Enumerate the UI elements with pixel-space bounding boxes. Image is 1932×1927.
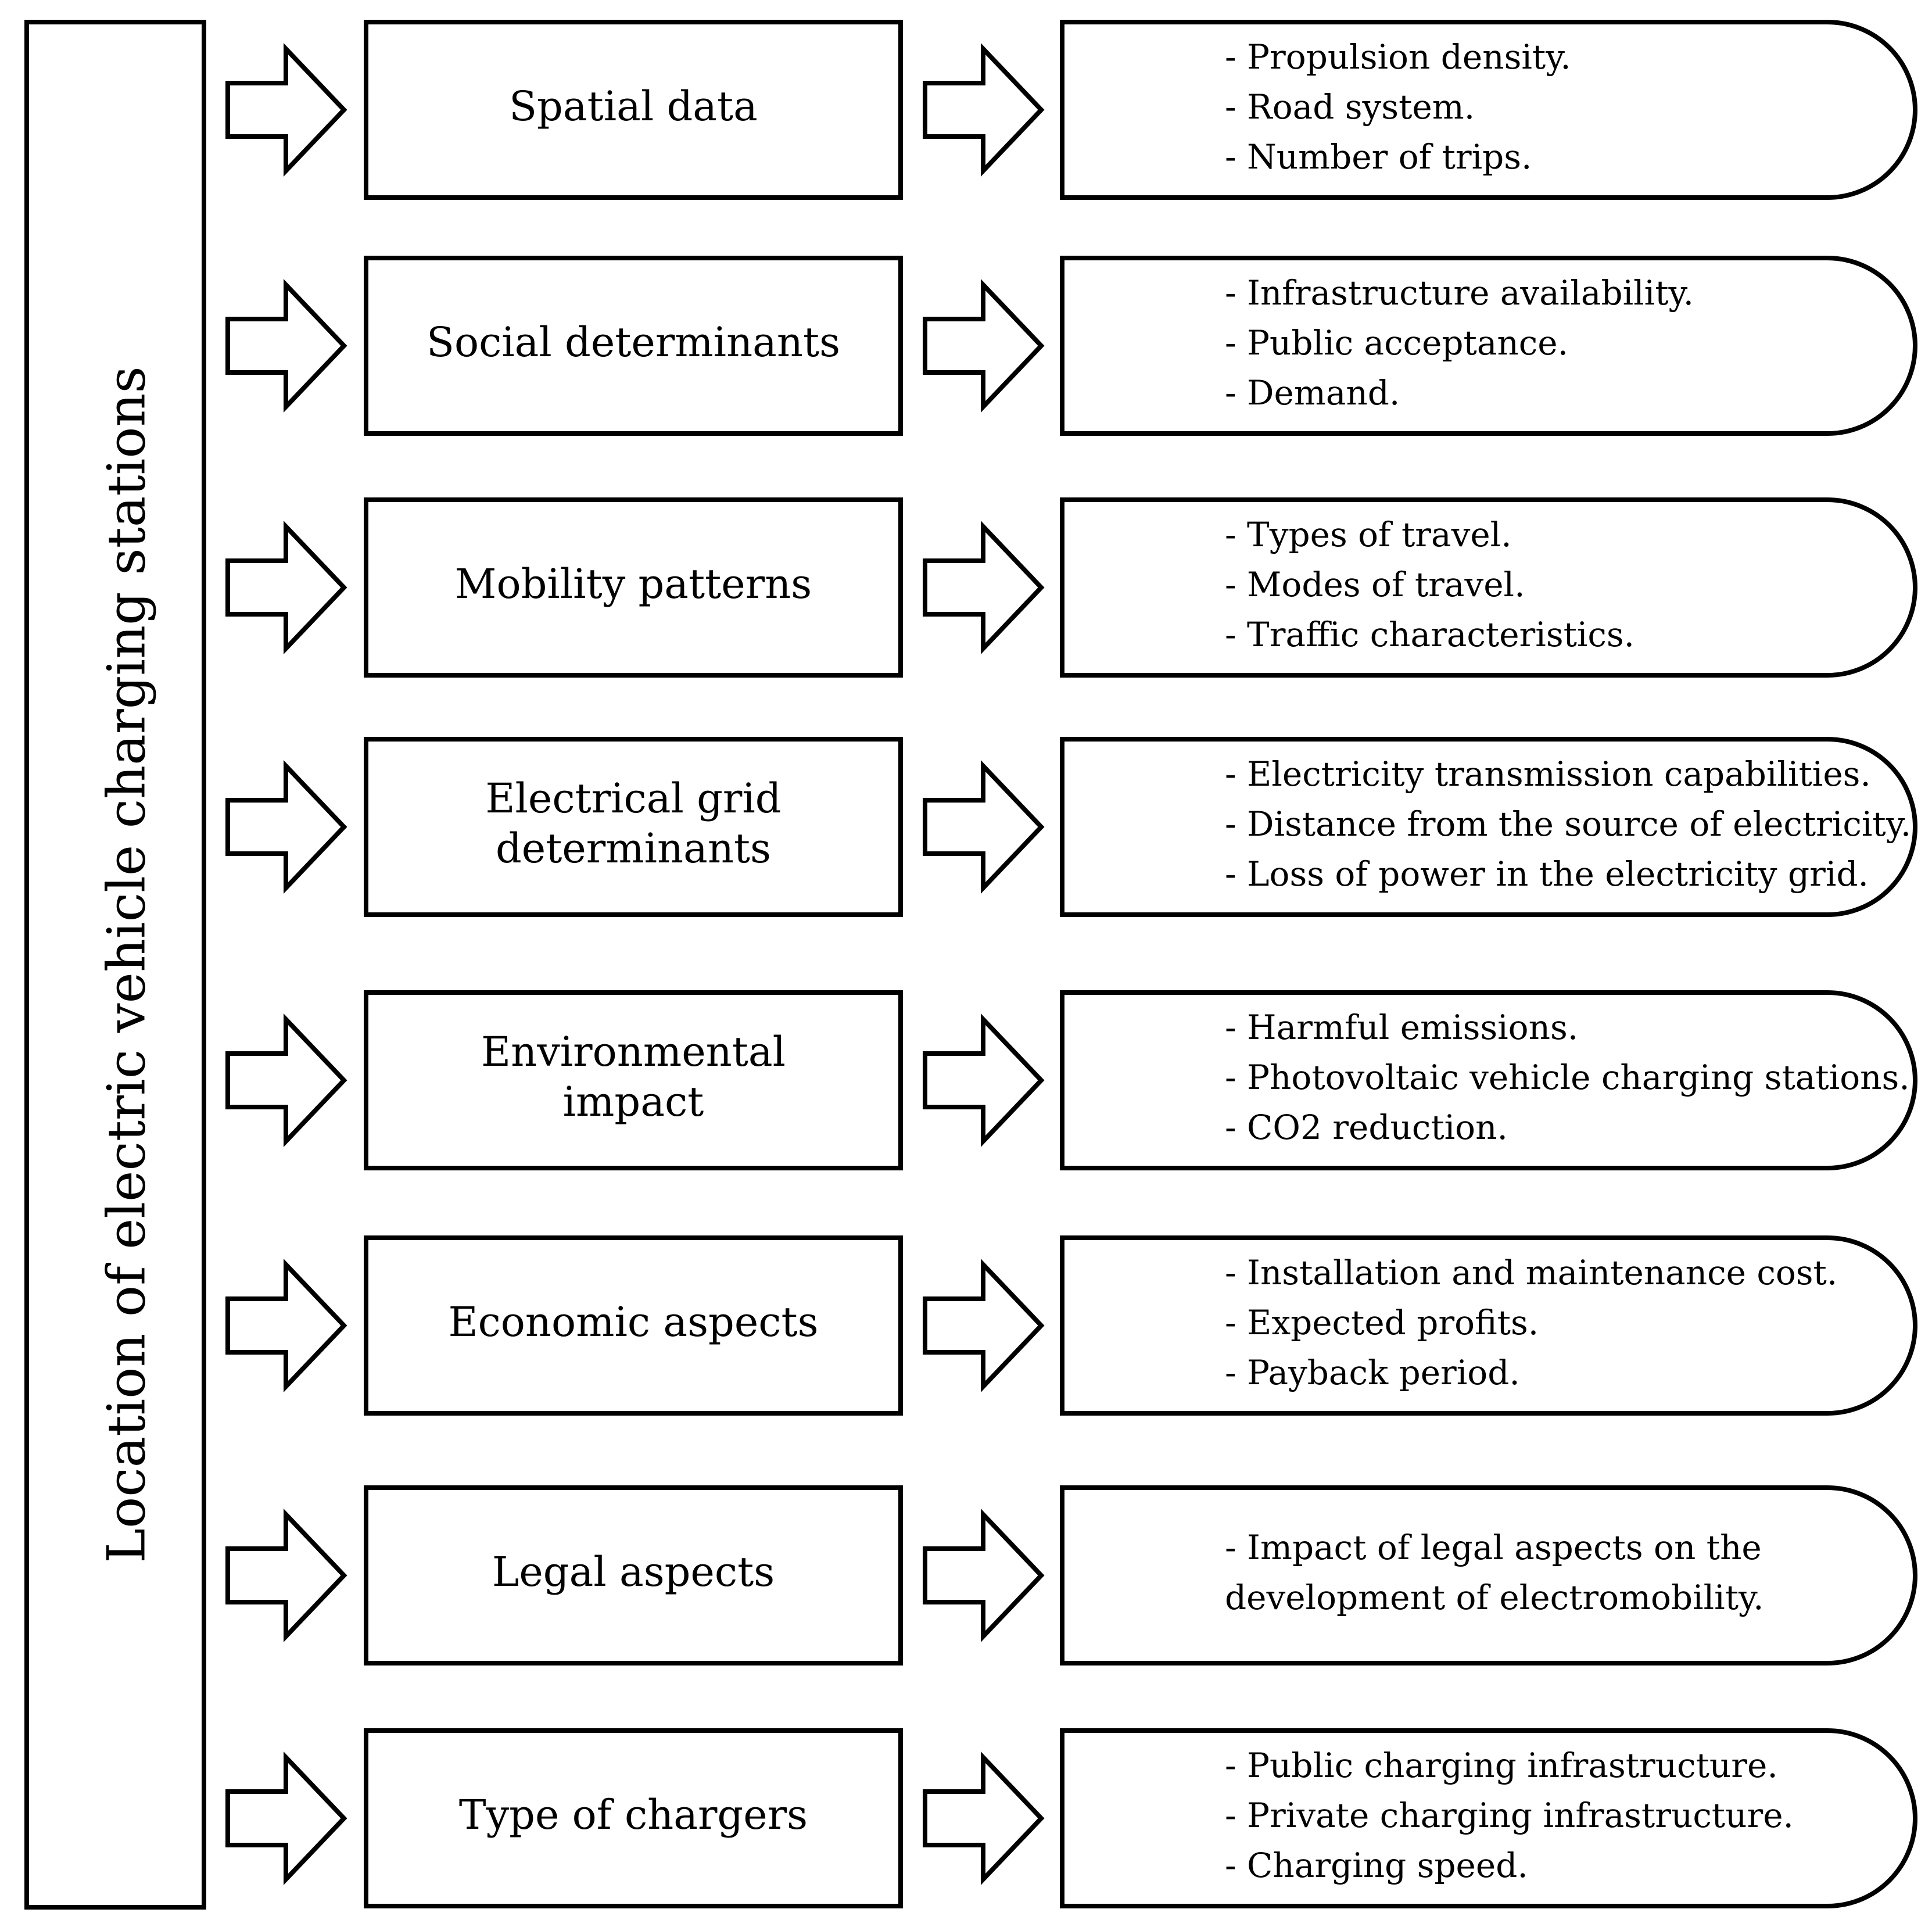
details-box — [1060, 256, 1917, 436]
arrow-icon — [225, 43, 347, 177]
factor-box — [364, 737, 903, 917]
factor-label: Mobility patterns — [455, 560, 812, 608]
arrow-icon — [923, 1013, 1045, 1147]
arrow-icon — [225, 1259, 347, 1392]
detail-item: - Expected profits. — [1225, 1303, 1539, 1342]
detail-item: - Types of travel. — [1225, 515, 1512, 554]
arrow-icon — [923, 1509, 1045, 1642]
detail-item: - Public acceptance. — [1225, 323, 1568, 363]
arrow-icon — [225, 1752, 347, 1885]
detail-item: - CO2 reduction. — [1225, 1108, 1508, 1147]
factor-row: Type of chargers - Public charging infras… — [225, 1728, 1917, 1908]
arrow-icon — [225, 1013, 347, 1147]
details-box — [1060, 497, 1917, 678]
factor-box — [364, 20, 903, 200]
detail-item: - Electricity transmission capabilities. — [1225, 754, 1871, 794]
factor-label: Spatial data — [509, 83, 758, 130]
detail-item: - Propulsion density. — [1225, 37, 1571, 77]
details-box — [1060, 1728, 1917, 1908]
detail-item: - Distance from the source of electricit… — [1225, 804, 1911, 844]
detail-item: - Traffic characteristics. — [1225, 615, 1635, 654]
arrow-icon — [225, 1509, 347, 1642]
factor-label: Social determinants — [426, 318, 840, 366]
detail-item: - Installation and maintenance cost. — [1225, 1253, 1837, 1292]
detail-item: - Impact of legal aspects on the — [1225, 1528, 1762, 1567]
arrow-icon — [923, 521, 1045, 654]
main-topic-title: Location of electric vehicle charging st… — [96, 366, 157, 1563]
factor-box — [364, 1235, 903, 1416]
factor-row: Economic aspects - Installation and maint… — [225, 1235, 1917, 1416]
detail-item: - Modes of travel. — [1225, 565, 1525, 604]
detail-item: - Harmful emissions. — [1225, 1008, 1578, 1047]
factor-row: Mobility patterns - Types of travel. - Mod… — [225, 497, 1917, 678]
factor-box — [364, 1728, 903, 1908]
arrow-icon — [225, 521, 347, 654]
detail-item: development of electromobility. — [1225, 1578, 1764, 1617]
detail-item: - Photovoltaic vehicle charging stations… — [1225, 1058, 1910, 1097]
main-topic-box: Location of electric vehicle charging st… — [24, 20, 206, 1910]
details-box — [1060, 737, 1917, 917]
arrow-icon — [923, 43, 1045, 177]
factor-rows: Spatial data - Propulsion density. - Road … — [225, 20, 1917, 1908]
details-box — [1060, 20, 1917, 200]
detail-item: - Demand. — [1225, 373, 1400, 413]
factor-label: Legal aspects — [492, 1548, 775, 1596]
detail-item: - Private charging infrastructure. — [1225, 1796, 1794, 1835]
factor-label: determinants — [496, 825, 771, 872]
factor-label: Economic aspects — [448, 1298, 818, 1346]
factor-label: Type of chargers — [459, 1791, 808, 1839]
detail-item: - Loss of power in the electricity grid. — [1225, 854, 1869, 894]
factor-row: Legal aspects - Impact of legal aspects o… — [225, 1485, 1917, 1665]
factor-label: Environmental — [481, 1028, 786, 1076]
factor-box — [364, 256, 903, 436]
arrow-icon — [923, 279, 1045, 413]
detail-item: - Public charging infrastructure. — [1225, 1746, 1778, 1785]
arrow-icon — [923, 760, 1045, 894]
details-box — [1060, 1235, 1917, 1416]
factor-box — [364, 497, 903, 678]
factor-row: Spatial data - Propulsion density. - Road … — [225, 20, 1917, 200]
factor-row: Social determinants - Infrastructure avai… — [225, 256, 1917, 436]
arrow-icon — [225, 279, 347, 413]
factor-box — [364, 990, 903, 1170]
details-box — [1060, 990, 1917, 1170]
arrow-icon — [923, 1752, 1045, 1885]
detail-item: - Charging speed. — [1225, 1846, 1528, 1885]
arrow-icon — [225, 760, 347, 894]
factor-box — [364, 1485, 903, 1665]
detail-item: - Number of trips. — [1225, 137, 1532, 177]
arrow-icon — [923, 1259, 1045, 1392]
detail-item: - Road system. — [1225, 87, 1475, 127]
factor-label: Electrical grid — [485, 775, 781, 822]
detail-item: - Infrastructure availability. — [1225, 273, 1694, 313]
detail-item: - Payback period. — [1225, 1353, 1520, 1392]
factor-label: impact — [563, 1078, 704, 1126]
details-box — [1060, 1485, 1917, 1665]
